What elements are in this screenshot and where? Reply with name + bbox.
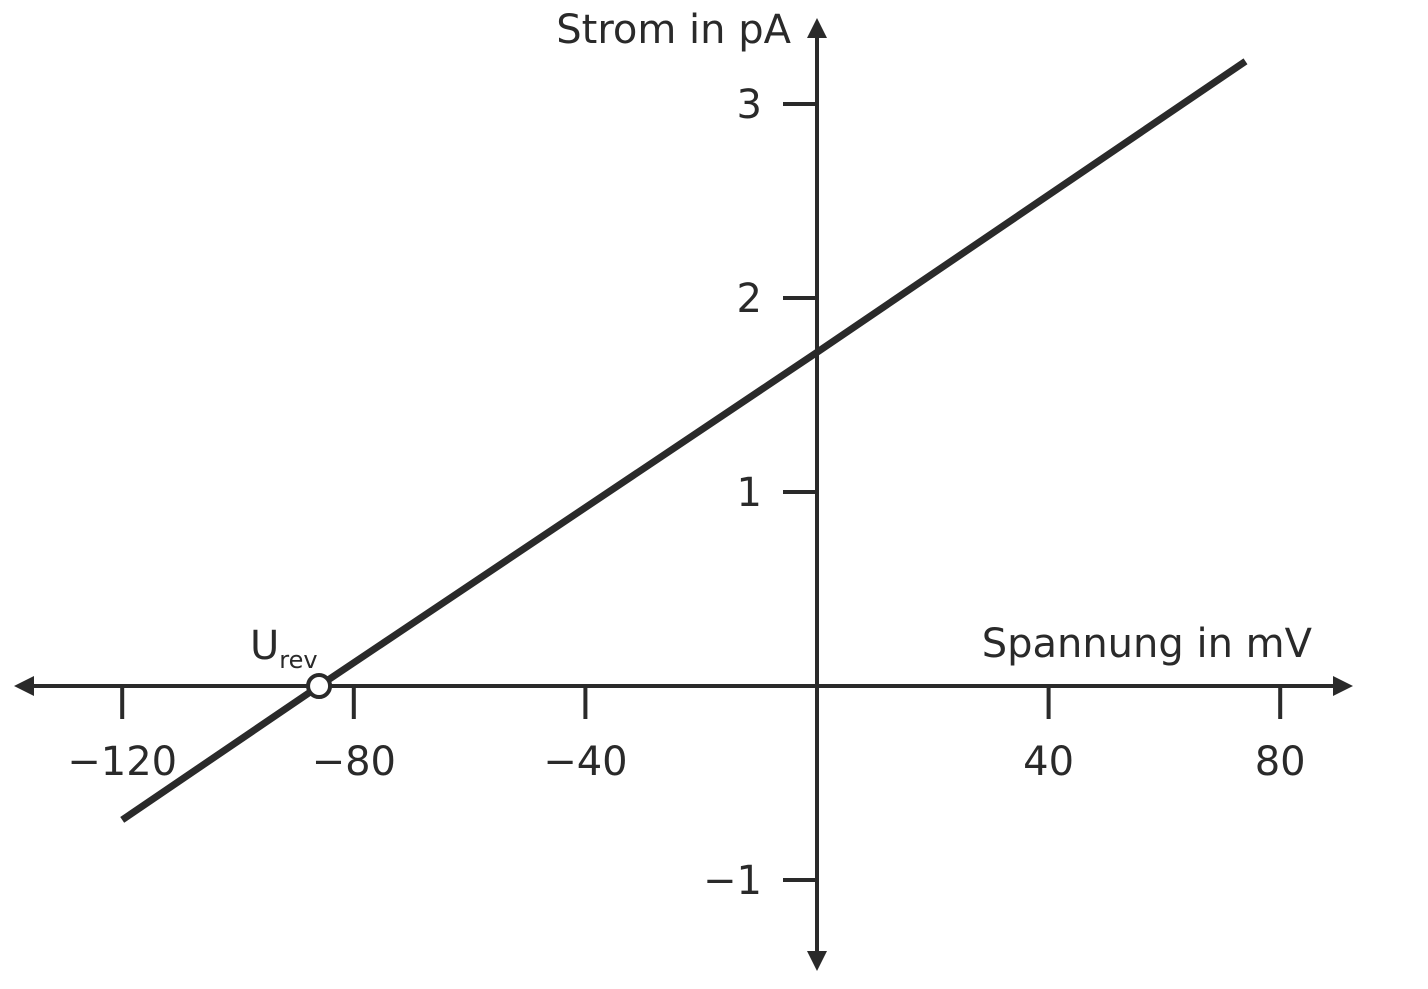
reversal-point-marker-icon [306, 673, 333, 699]
x-axis-right-arrow-icon [1333, 676, 1353, 696]
y-axis-up-arrow-icon [807, 18, 827, 38]
y-tick-label: 2 [737, 276, 762, 322]
y-axis-label: Strom in pA [556, 7, 791, 53]
x-tick-label: −40 [543, 739, 627, 785]
x-axis-left-arrow-icon [14, 676, 34, 696]
y-tick-label: −1 [703, 858, 762, 904]
y-tick-label: 1 [737, 470, 762, 516]
x-axis-label: Spannung in mV [982, 621, 1313, 667]
x-tick-label: −80 [312, 739, 396, 785]
y-tick-label: 3 [737, 82, 762, 128]
x-axis: −120 −80 −40 40 80 Spannung in mV [14, 621, 1353, 785]
urev-label: Urev [250, 623, 318, 674]
series-layer [120, 58, 1248, 823]
y-axis: 3 2 1 −1 Strom in pA [556, 7, 827, 971]
x-tick-label: −120 [67, 739, 177, 785]
reversal-potential-annotation: Urev [250, 623, 333, 699]
x-tick-label: 80 [1255, 739, 1306, 785]
y-axis-down-arrow-icon [807, 951, 827, 971]
iv-curve-line [120, 58, 1248, 823]
x-tick-label: 40 [1023, 739, 1074, 785]
y-ticks: 3 2 1 −1 [703, 82, 817, 904]
x-ticks: −120 −80 −40 40 80 [67, 686, 1306, 785]
